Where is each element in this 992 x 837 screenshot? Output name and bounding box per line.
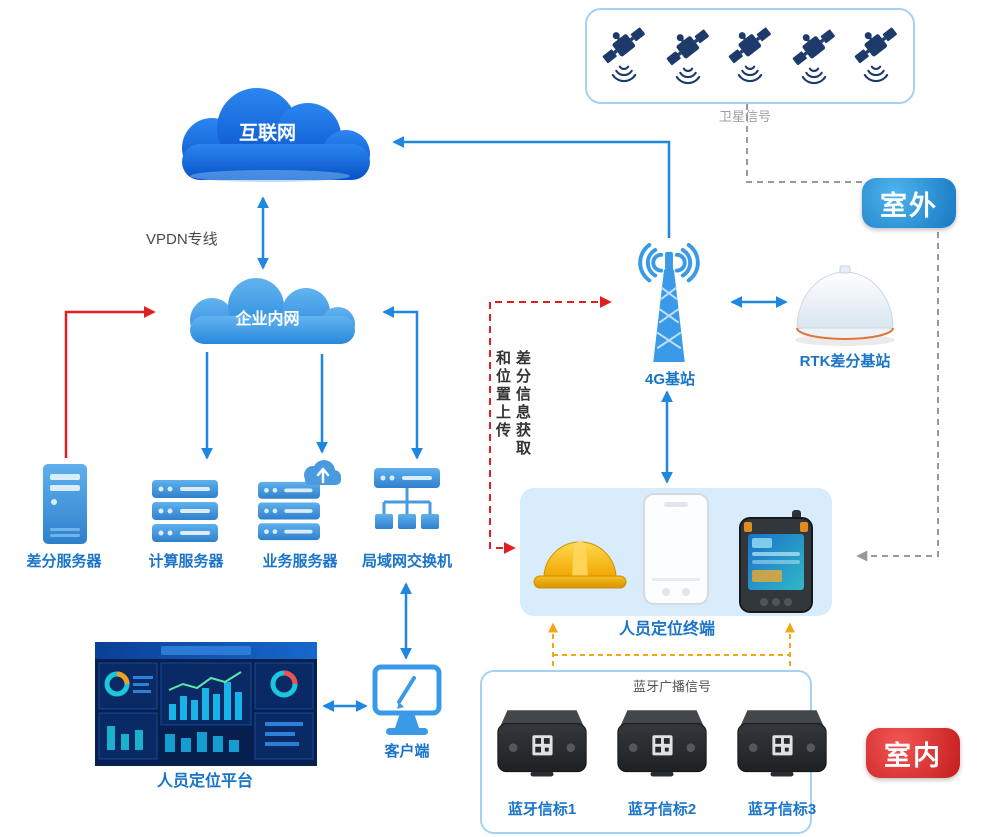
helmet-icon: [532, 520, 628, 602]
bluetooth-beacon-icon: [734, 700, 830, 780]
diff-info-vlabel: 差分信息获取: [514, 350, 531, 458]
intranet-cloud: 企业内网: [160, 276, 375, 351]
satellite-icon: [660, 14, 716, 98]
bluetooth-beacon-icon: [614, 700, 710, 780]
client-label: 客户端: [384, 743, 430, 760]
satellite-icon: [848, 12, 904, 96]
vpdn-label: VPDN专线: [146, 231, 218, 248]
platform-label: 人员定位平台: [156, 773, 253, 790]
diff-server-icon: [36, 462, 94, 548]
internet-label: 互联网: [238, 123, 296, 144]
satellite-icon: [722, 12, 778, 96]
outdoor-badge: 室外: [862, 178, 956, 228]
business-server-label: 业务服务器: [262, 553, 338, 570]
rugged-phone-icon: [736, 510, 816, 614]
beacon1-label: 蓝牙信标1: [507, 801, 577, 818]
satellite-icon: [596, 12, 652, 96]
rtk-station-label: RTK差分基站: [799, 353, 891, 370]
position-upload-vlabel: 和位置上传: [494, 350, 511, 440]
bluetooth-broadcast-label: 蓝牙广播信号: [632, 679, 711, 694]
compute-server-label: 计算服务器: [148, 553, 224, 570]
dashboard-screenshot: [95, 642, 317, 766]
beacon3-label: 蓝牙信标3: [747, 801, 817, 818]
lan-switch-icon: [372, 464, 442, 546]
rtk-dome-icon: [790, 260, 900, 348]
diff-server-label: 差分服务器: [26, 553, 102, 570]
intranet-label: 企业内网: [235, 310, 300, 328]
compute-server-icon: [150, 478, 220, 544]
antenna-4g-icon: [610, 240, 728, 368]
beacon2-label: 蓝牙信标2: [627, 801, 697, 818]
satellite-signal-label: 卫星信号: [718, 109, 771, 124]
satellite-icon: [786, 14, 842, 98]
monitor-icon: [372, 664, 442, 740]
bluetooth-beacon-icon: [494, 700, 590, 780]
internet-cloud: 互联网: [150, 86, 385, 191]
business-server-icon: [256, 460, 342, 544]
lan-switch-label: 局域网交换机: [361, 553, 452, 570]
terminal-label: 人员定位终端: [618, 621, 715, 638]
positioning-device-icon: [642, 492, 710, 606]
indoor-badge: 室内: [866, 728, 960, 778]
base-4g-label: 4G基站: [644, 371, 695, 388]
